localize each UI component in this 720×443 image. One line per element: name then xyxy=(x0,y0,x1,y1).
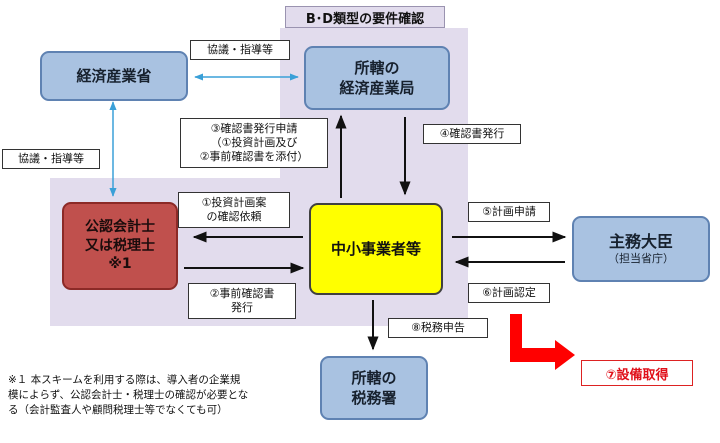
step3-line3: ②事前確認書を添付） xyxy=(199,150,309,164)
regional-bureau-line1: 所轄の xyxy=(354,58,400,77)
step2-line1: ②事前確認書 xyxy=(209,286,275,300)
step7-label: ⑦設備取得 xyxy=(581,360,693,386)
footnote-line2: 模によらず、公認会計士・税理士の確認が必要とな xyxy=(8,389,249,402)
step1-line2: の確認依頼 xyxy=(206,210,262,223)
accountant-line2: 又は税理士 xyxy=(85,237,155,254)
minister-title: 主務大臣 xyxy=(608,231,673,251)
regional-bureau-node: 所轄の 経済産業局 xyxy=(304,46,450,110)
step1-label: ①投資計画案 の確認依頼 xyxy=(178,192,290,228)
step1-line1: ①投資計画案 xyxy=(201,195,267,209)
sme-node: 中小事業者等 xyxy=(309,203,443,295)
step8-label: ⑧税務申告 xyxy=(388,318,488,338)
accountant-line1: 公認会計士 xyxy=(85,218,155,235)
step3-line2: （①投資計画及び xyxy=(210,135,298,149)
consult-label-left: 協議・指導等 xyxy=(2,149,100,169)
regional-bureau-line2: 経済産業局 xyxy=(339,79,415,97)
footnote-line3: る（会計監査人や顧問税理士等でなくても可） xyxy=(8,404,228,417)
step2-line2: 発行 xyxy=(231,301,253,314)
accountant-node: 公認会計士 又は税理士 ※1 xyxy=(62,202,178,290)
tax-office-line1: 所轄の xyxy=(351,368,397,387)
meti-node: 経済産業省 xyxy=(40,51,188,101)
sme-label: 中小事業者等 xyxy=(330,239,421,258)
step6-label: ⑥計画認定 xyxy=(468,283,550,303)
consult-label-top: 協議・指導等 xyxy=(190,40,290,60)
step2-label: ②事前確認書 発行 xyxy=(188,283,296,319)
footnote-line1: ※１ 本スキームを利用する際は、導入者の企業規 xyxy=(8,374,241,386)
bd-region-title: B･D類型の要件確認 xyxy=(285,6,445,28)
footnote: ※１ 本スキームを利用する際は、導入者の企業規 模によらず、公認会計士・税理士の… xyxy=(8,373,308,437)
minister-sub: （担当省庁） xyxy=(608,252,674,266)
tax-office-line2: 税務署 xyxy=(351,389,397,407)
tax-office-node: 所轄の 税務署 xyxy=(320,356,428,420)
step3-label: ③確認書発行申請 （①投資計画及び ②事前確認書を添付） xyxy=(180,118,328,168)
meti-label: 経済産業省 xyxy=(76,66,152,85)
step3-line1: ③確認書発行申請 xyxy=(210,121,298,135)
step7-arrow xyxy=(510,314,575,370)
step4-label: ④確認書発行 xyxy=(423,124,521,144)
accountant-line3: ※1 xyxy=(108,256,132,273)
minister-node: 主務大臣 （担当省庁） xyxy=(572,216,710,282)
step5-label: ⑤計画申請 xyxy=(468,202,550,222)
